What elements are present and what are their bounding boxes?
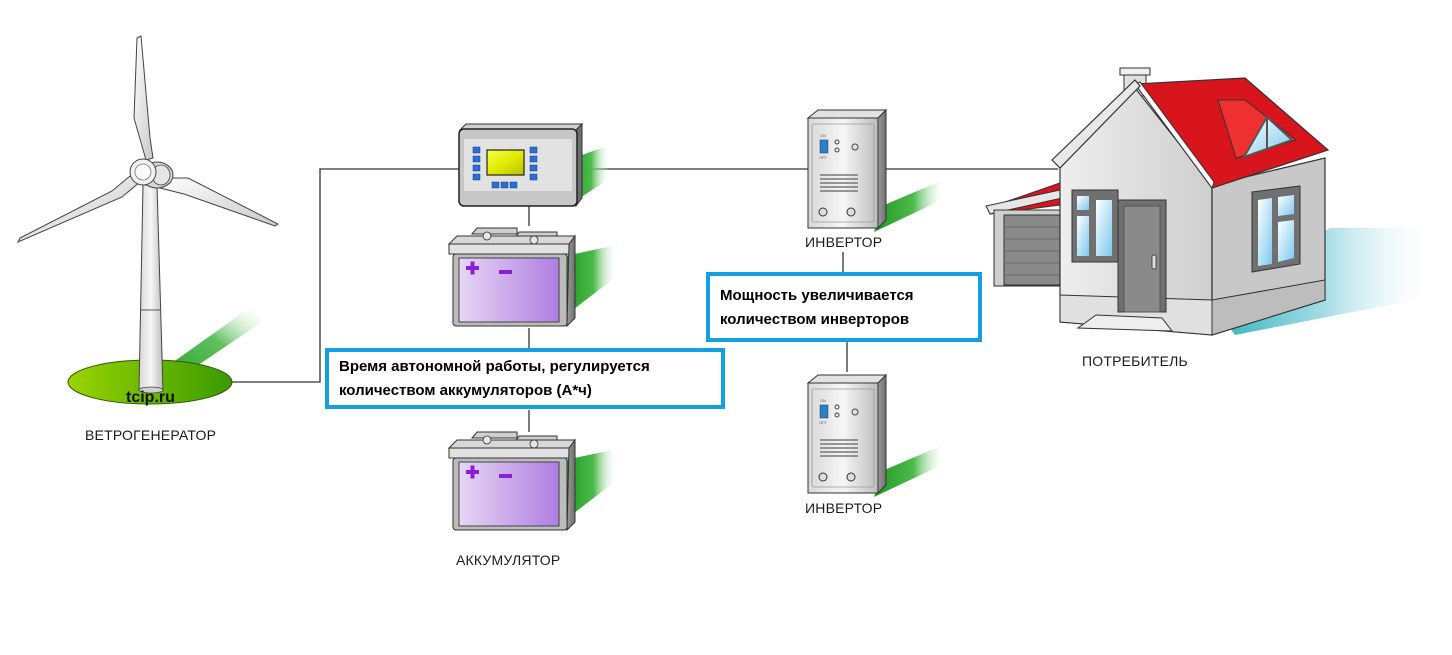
charge-controller (458, 122, 610, 208)
blade-left (16, 171, 141, 244)
wires (232, 168, 1058, 432)
wind-generator-label: ВЕТРОГЕНЕРАТОР (85, 427, 217, 443)
battery-2 (448, 431, 618, 531)
inverter-2-label: ИНВЕРТОР (805, 500, 883, 516)
battery-label: АККУМУЛЯТОР (456, 552, 561, 568)
inverter-note-box: Мощность увеличивается количеством инвер… (706, 272, 982, 342)
blade-right (151, 177, 279, 227)
controller-buttons (472, 146, 538, 189)
inverter-1 (807, 109, 947, 233)
wind-generator (16, 35, 279, 405)
consumer-label: ПОТРЕБИТЕЛЬ (1082, 353, 1188, 369)
battery-note-line-1: Время автономной работы, регулируется (339, 358, 650, 375)
inverter-1-label: ИНВЕРТОР (805, 234, 883, 250)
inverter-note-line-1: Мощность увеличивается (720, 287, 914, 304)
consumer-house (985, 67, 1440, 336)
inverter-note-line-2: количеством инверторов (720, 311, 910, 328)
tower (138, 184, 164, 391)
battery-note-box: Время автономной работы, регулируется ко… (325, 348, 725, 409)
watermark-text: tcip.ru (126, 389, 175, 406)
blade-top (133, 35, 154, 161)
battery-note-line-2: количеством аккумуляторов (А*ч) (339, 382, 592, 399)
controller-screen (486, 149, 525, 176)
wire-wind-to-controller (232, 168, 460, 383)
battery-1 (448, 227, 618, 327)
inverter-2 (807, 374, 947, 498)
